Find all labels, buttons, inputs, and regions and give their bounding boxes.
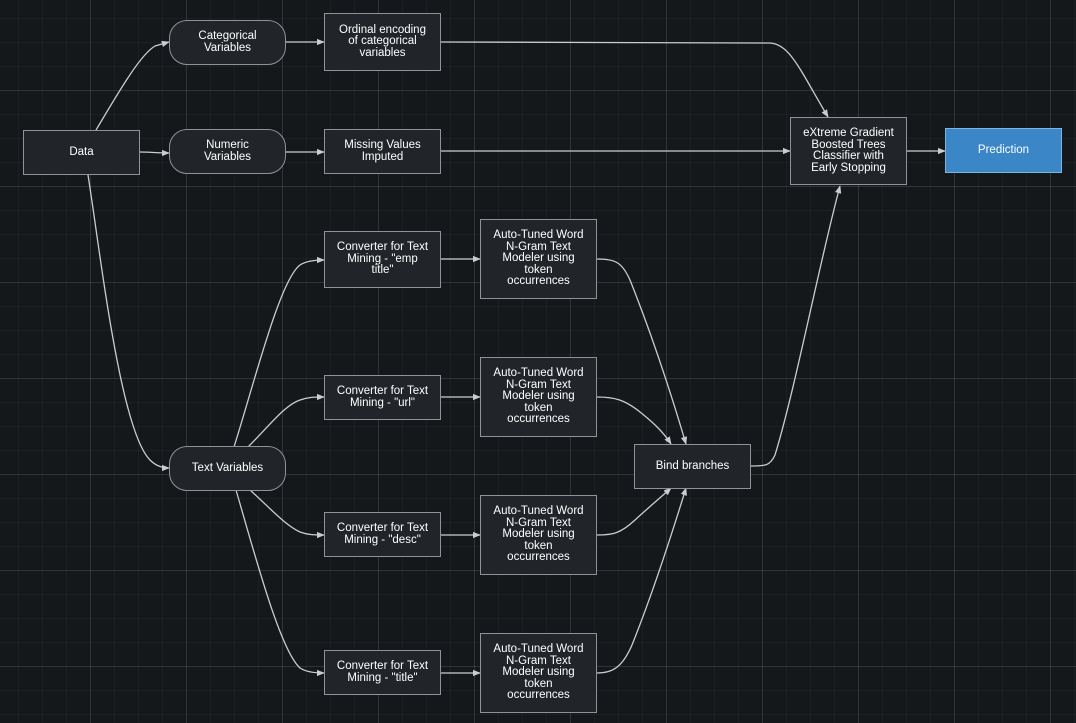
- prediction-label: Prediction: [977, 143, 1030, 156]
- ngram-desc-node[interactable]: Auto-Tuned Word N-Gram Text Modeler usin…: [480, 495, 597, 575]
- bind-branches-node[interactable]: Bind branches: [634, 444, 751, 489]
- edge-ngram-desc-to-bind: [596, 487, 672, 536]
- edge-bind-to-xgboost: [750, 185, 842, 467]
- edge-data-to-categorical: [95, 40, 170, 131]
- data-node-label: Data: [69, 145, 94, 158]
- converter-emp-title-label: Converter for Text Mining - "emp title": [336, 241, 429, 277]
- edge-text-to-converter-title: [235, 489, 325, 677]
- ngram-url-label: Auto-Tuned Word N-Gram Text Modeler usin…: [493, 367, 584, 426]
- text-variables-label: Text Variables: [191, 461, 264, 474]
- ngram-emp-title-label: Auto-Tuned Word N-Gram Text Modeler usin…: [493, 229, 584, 288]
- converter-url-label: Converter for Text Mining - "url": [336, 385, 429, 409]
- edge-text-to-converter-emp: [233, 256, 325, 448]
- missing-values-node[interactable]: Missing Values Imputed: [324, 129, 441, 174]
- ordinal-encoding-node[interactable]: Ordinal encoding of categorical variable…: [324, 13, 441, 71]
- categorical-variables-node[interactable]: Categorical Variables: [169, 20, 286, 65]
- numeric-variables-label: Numeric Variables: [203, 139, 252, 163]
- ngram-title-node[interactable]: Auto-Tuned Word N-Gram Text Modeler usin…: [480, 633, 597, 713]
- converter-url-node[interactable]: Converter for Text Mining - "url": [324, 375, 441, 420]
- edge-ngram-title-to-bind: [596, 487, 687, 674]
- ngram-title-label: Auto-Tuned Word N-Gram Text Modeler usin…: [493, 643, 584, 702]
- data-node[interactable]: Data: [23, 130, 140, 175]
- edge-text-to-converter-url: [247, 393, 325, 448]
- converter-desc-node[interactable]: Converter for Text Mining - "desc": [324, 512, 441, 557]
- ngram-desc-label: Auto-Tuned Word N-Gram Text Modeler usin…: [493, 505, 584, 564]
- prediction-node[interactable]: Prediction: [945, 128, 1062, 173]
- xgboost-classifier-node[interactable]: eXtreme Gradient Boosted Trees Classifie…: [790, 117, 907, 185]
- numeric-variables-node[interactable]: Numeric Variables: [169, 129, 286, 174]
- bind-branches-label: Bind branches: [655, 459, 730, 472]
- converter-title-node[interactable]: Converter for Text Mining - "title": [324, 650, 441, 695]
- converter-desc-label: Converter for Text Mining - "desc": [336, 522, 429, 546]
- ngram-emp-title-node[interactable]: Auto-Tuned Word N-Gram Text Modeler usin…: [480, 219, 597, 299]
- edge-data-to-numeric: [139, 149, 170, 157]
- ngram-url-node[interactable]: Auto-Tuned Word N-Gram Text Modeler usin…: [480, 357, 597, 437]
- missing-values-label: Missing Values Imputed: [344, 139, 421, 163]
- edge-data-to-text: [87, 174, 170, 472]
- edge-text-to-converter-desc: [249, 489, 325, 539]
- converter-emp-title-node[interactable]: Converter for Text Mining - "emp title": [324, 231, 441, 288]
- ordinal-encoding-label: Ordinal encoding of categorical variable…: [339, 23, 426, 59]
- categorical-variables-label: Categorical Variables: [198, 30, 257, 54]
- converter-title-label: Converter for Text Mining - "title": [336, 660, 429, 684]
- edge-ngram-emp-to-bind: [596, 258, 688, 445]
- edge-ngram-url-to-bind: [596, 396, 672, 445]
- edge-ordinal-to-xgboost: [440, 41, 829, 118]
- xgboost-classifier-label: eXtreme Gradient Boosted Trees Classifie…: [803, 127, 894, 174]
- text-variables-node[interactable]: Text Variables: [169, 446, 286, 491]
